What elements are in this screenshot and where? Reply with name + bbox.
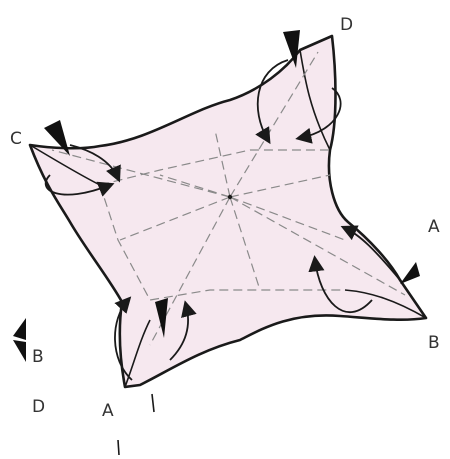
paper-shape (30, 36, 426, 387)
label-edge-d: D (32, 397, 45, 417)
indicator-edge-1 (13, 318, 26, 340)
center-point (228, 195, 232, 199)
label-bottom-left-a: A (102, 401, 114, 421)
label-edge-b: B (32, 347, 44, 367)
tick-marks (118, 394, 154, 455)
indicator-right (400, 262, 420, 284)
indicator-edge-2 (13, 340, 26, 362)
label-bottom-right-b: B (428, 333, 440, 353)
label-right-a: A (428, 217, 440, 237)
label-left-c: C (10, 129, 22, 149)
label-top-d: D (340, 15, 353, 35)
